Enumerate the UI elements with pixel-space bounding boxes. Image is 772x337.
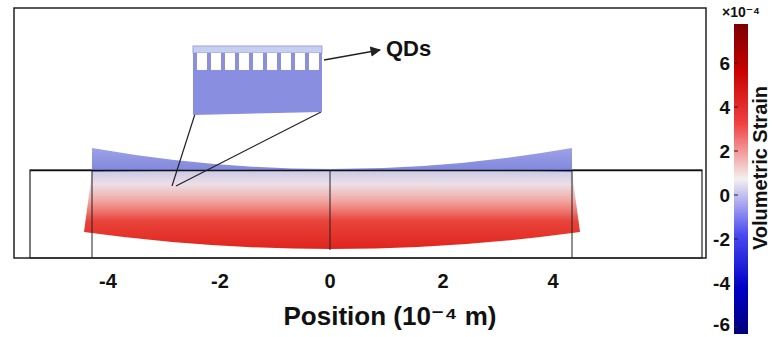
- axis-tick-holder: 0: [324, 271, 335, 291]
- colorbar-tick: -2: [713, 230, 730, 249]
- axis-tick: -2: [211, 271, 229, 291]
- colorbar: [734, 24, 748, 334]
- reference-line: [30, 170, 702, 172]
- colorbar-tick: 0: [719, 186, 730, 205]
- colorbar-ticks: [734, 63, 738, 327]
- plot-frame: [14, 8, 706, 258]
- axis-tick: 0: [324, 271, 335, 291]
- axis-tick: -4: [99, 271, 117, 291]
- colorbar-exponent: ×10⁻⁴: [722, 5, 760, 19]
- qd-layer-top: [193, 46, 322, 53]
- colorbar-tick-holder: 0: [719, 186, 730, 205]
- inset-label: QDs: [386, 38, 431, 60]
- colorbar-tick-holder: -4: [713, 274, 730, 293]
- axis-tick-holder: -2: [211, 271, 229, 291]
- axis-tick-holder: -4: [99, 271, 117, 291]
- colorbar-title: Volumetric Strain: [750, 86, 770, 250]
- inset-film: [193, 70, 322, 115]
- axis-title-holder: Position (10⁻⁴ m): [284, 303, 497, 329]
- colorbar-tick: 2: [719, 142, 730, 161]
- colorbar-title-holder: Volumetric Strain: [750, 86, 770, 250]
- reference-line: [92, 170, 93, 258]
- colorbar-tick-holder: -2: [713, 230, 730, 249]
- inset-label-holder: QDs: [386, 38, 431, 60]
- axis-tick: 4: [547, 271, 558, 291]
- colorbar-tick-holder: 6: [719, 54, 730, 73]
- qd-dots: [193, 53, 322, 70]
- colorbar-tick: -4: [713, 274, 730, 293]
- qd-film: [92, 148, 572, 172]
- pointer-arrow: [324, 50, 380, 60]
- colorbar-tick-holder: -6: [713, 315, 730, 334]
- colorbar-tick: -6: [713, 315, 730, 334]
- colorbar-tick: 6: [719, 54, 730, 73]
- leader-line: [176, 112, 321, 186]
- axis-tick-holder: 4: [547, 271, 558, 291]
- center-line: [330, 170, 331, 250]
- axis-tick: 2: [437, 271, 448, 291]
- beam-substrate: [84, 170, 580, 249]
- reference-line: [572, 170, 573, 258]
- colorbar-tick-holder: 4: [719, 98, 730, 117]
- axis-tick-holder: 2: [437, 271, 448, 291]
- colorbar-tick: 4: [719, 98, 730, 117]
- colorbar-tick-holder: 2: [719, 142, 730, 161]
- leader-line: [172, 114, 195, 186]
- reference-outline: [30, 170, 702, 258]
- axis-title: Position (10⁻⁴ m): [284, 303, 497, 329]
- colorbar-exponent-holder: ×10⁻⁴: [722, 5, 760, 19]
